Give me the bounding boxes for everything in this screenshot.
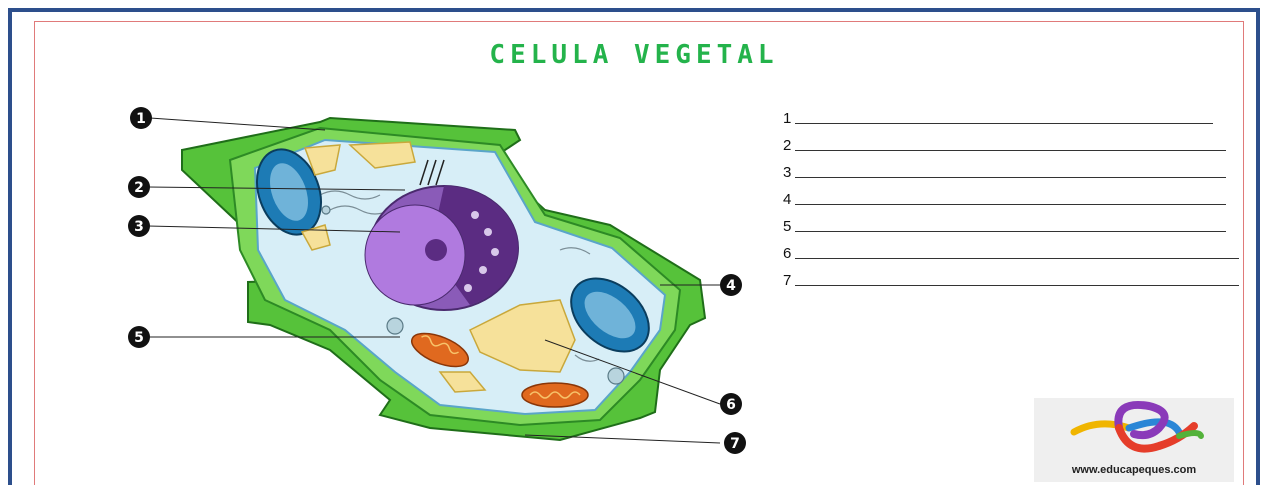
answer-number: 5 (783, 218, 795, 235)
answer-row-1: 1 (783, 100, 1213, 127)
answer-number: 2 (783, 137, 795, 154)
answer-blank-4[interactable] (795, 190, 1226, 205)
label-6: 6 (720, 393, 742, 415)
answer-number: 4 (783, 191, 795, 208)
answer-blank-2[interactable] (795, 136, 1226, 151)
answer-row-2: 2 (783, 127, 1226, 154)
answer-number: 6 (783, 245, 795, 262)
answer-row-5: 5 (783, 208, 1226, 235)
answer-row-7: 7 (783, 262, 1239, 289)
logo-url: www.educapeques.com (1034, 464, 1234, 476)
answer-number: 7 (783, 272, 795, 289)
label-1: 1 (130, 107, 152, 129)
label-4: 4 (720, 274, 742, 296)
svg-text:1: 1 (136, 111, 146, 127)
svg-text:5: 5 (134, 330, 144, 346)
answer-blank-7[interactable] (795, 271, 1239, 286)
answer-blank-1[interactable] (795, 109, 1213, 124)
answer-row-4: 4 (783, 181, 1226, 208)
svg-text:4: 4 (726, 278, 736, 294)
answer-number: 3 (783, 164, 795, 181)
svg-text:6: 6 (726, 397, 736, 413)
educapeques-e-icon (1034, 398, 1234, 458)
svg-text:2: 2 (134, 180, 144, 196)
label-5: 5 (128, 326, 150, 348)
label-2: 2 (128, 176, 150, 198)
educapeques-logo[interactable]: www.educapeques.com (1034, 398, 1234, 482)
answer-list: 1 2 3 4 5 6 7 (783, 100, 1253, 289)
svg-text:3: 3 (134, 219, 144, 235)
answer-number: 1 (783, 110, 795, 127)
label-3: 3 (128, 215, 150, 237)
answer-blank-3[interactable] (795, 163, 1226, 178)
label-7: 7 (724, 432, 746, 454)
answer-blank-6[interactable] (795, 244, 1239, 259)
svg-text:7: 7 (730, 436, 740, 452)
answer-row-6: 6 (783, 235, 1239, 262)
answer-blank-5[interactable] (795, 217, 1226, 232)
answer-row-3: 3 (783, 154, 1226, 181)
